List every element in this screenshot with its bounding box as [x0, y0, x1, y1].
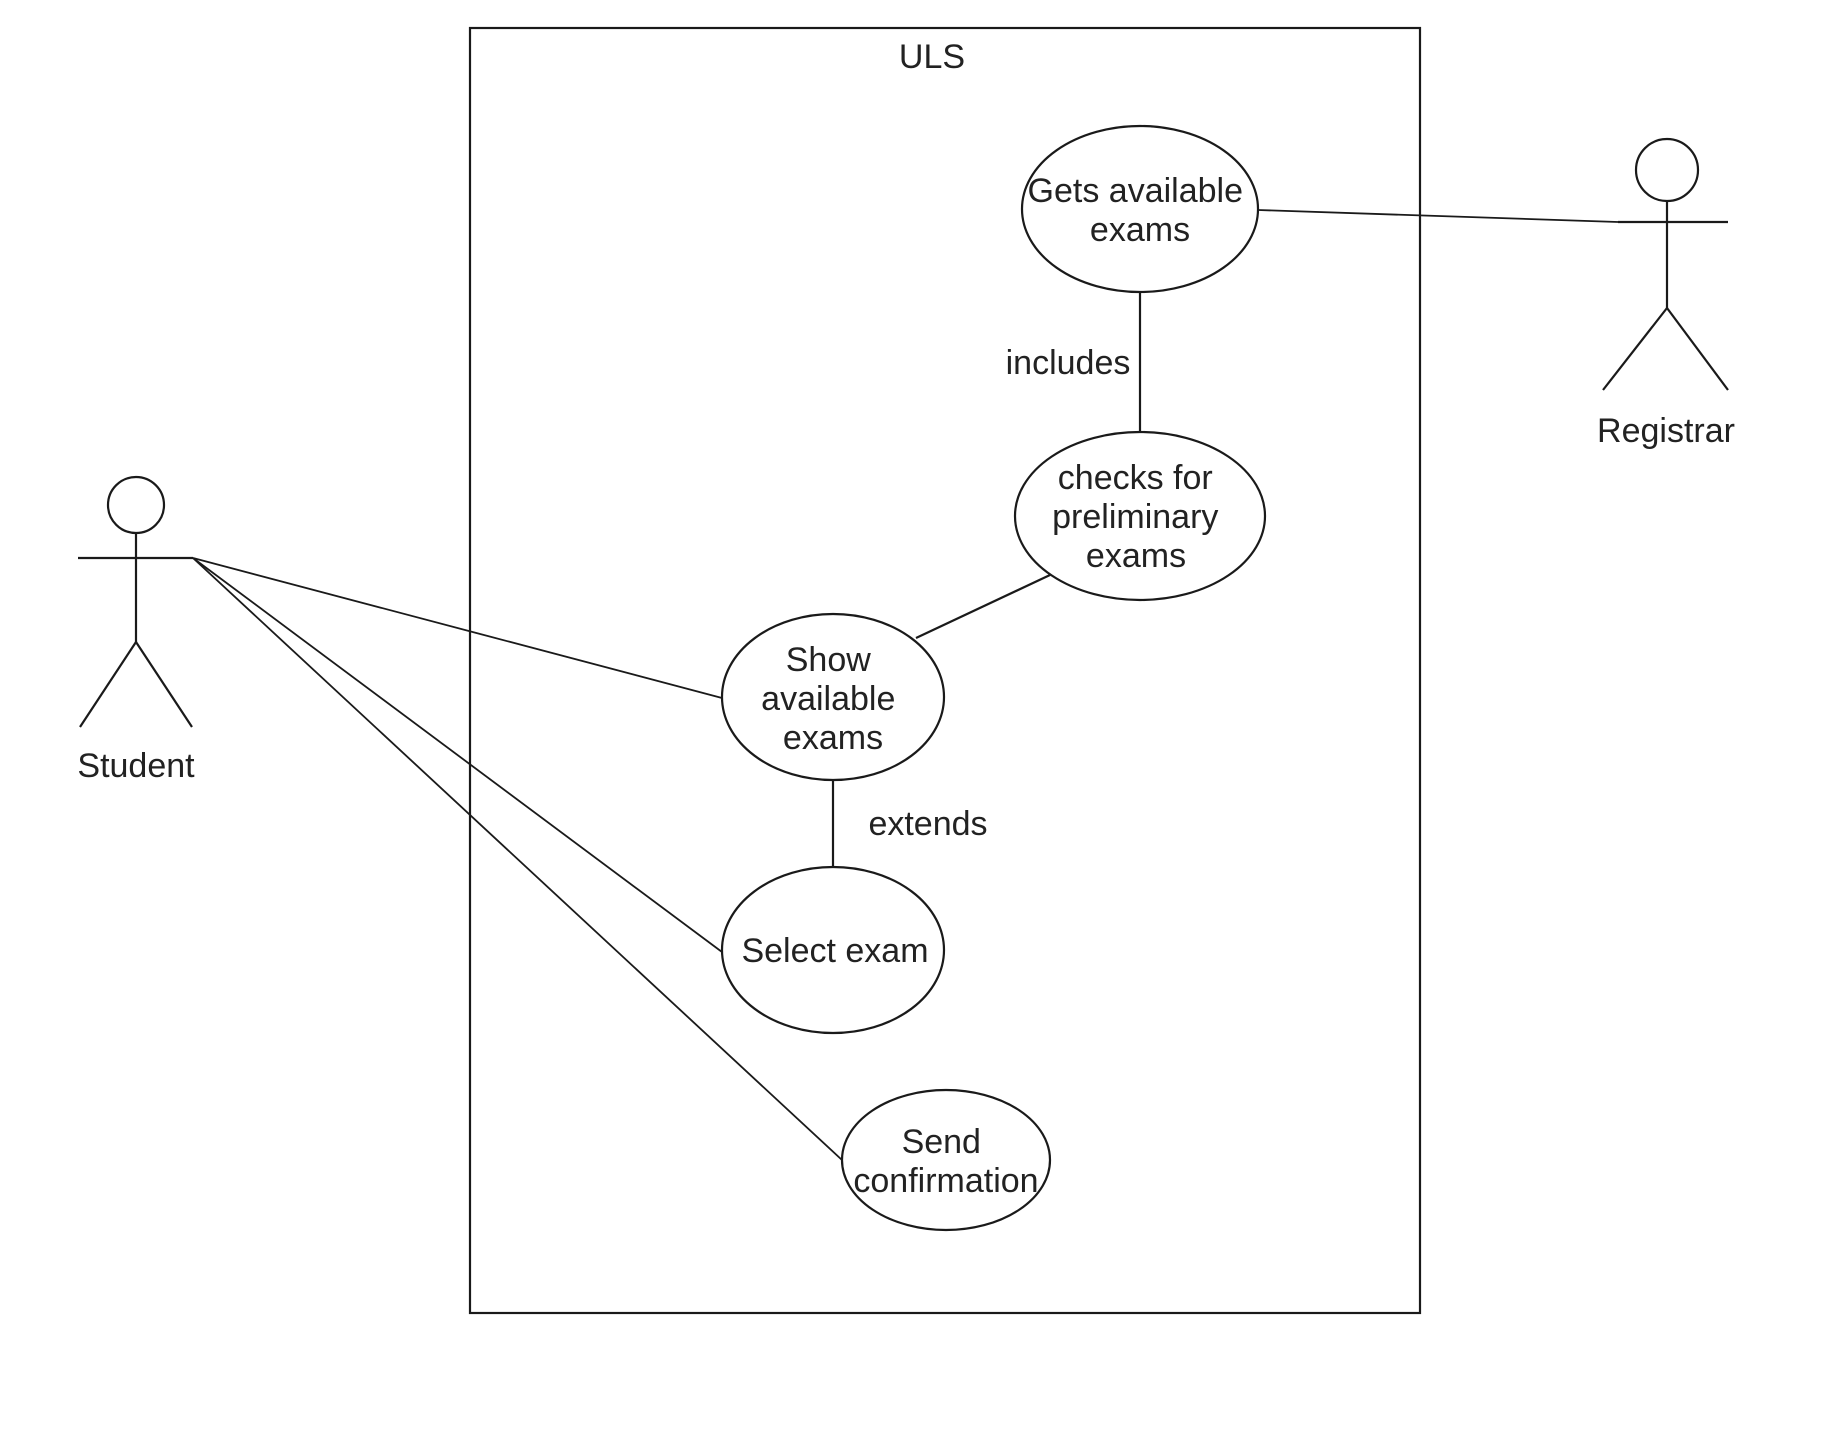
- association-student-show: [192, 557, 723, 699]
- use-case-label-line: exams: [1090, 211, 1190, 249]
- use-case-label-line: preliminary: [1052, 498, 1218, 536]
- svg-text:checks for preliminary: checks for preliminary exams: [1052, 459, 1228, 575]
- use-case-label-line: exams: [1086, 537, 1186, 575]
- use-case-label-line: Gets available: [1028, 172, 1243, 210]
- registrar-stick-figure-icon: [1602, 137, 1729, 391]
- include-label: includes: [1006, 344, 1131, 382]
- association-student-send: [192, 557, 843, 1161]
- system-boundary: [468, 26, 1422, 1315]
- system-title: ULS: [899, 38, 965, 76]
- relation-show-checks: [915, 574, 1051, 639]
- svg-text:Show available exa: Show available exams: [761, 641, 905, 757]
- use-case-show-available-exams[interactable]: Show available exams: [720, 612, 946, 782]
- use-case-label-line: confirmation: [853, 1162, 1038, 1200]
- actor-student-label: Student: [77, 747, 195, 785]
- use-case-checks-preliminary-exams[interactable]: checks for preliminary exams: [1013, 430, 1267, 602]
- actor-student[interactable]: Student: [77, 475, 195, 785]
- use-case-select-exam[interactable]: Select exam: [720, 865, 946, 1035]
- association-registrar-gets: [1257, 209, 1619, 223]
- student-stick-figure-icon: [78, 475, 193, 728]
- actor-registrar[interactable]: Registrar: [1597, 137, 1735, 450]
- extend-label: extends: [868, 805, 987, 843]
- use-case-label-line: available: [761, 680, 895, 718]
- use-case-label-line: Select exam: [741, 932, 928, 970]
- use-case-send-confirmation[interactable]: Send confirmation: [840, 1088, 1052, 1232]
- association-student-select: [192, 557, 723, 953]
- use-case-label-line: Show: [786, 641, 871, 679]
- svg-text:Send confirmation: Send confirmation: [853, 1123, 1038, 1200]
- use-case-label-line: checks for: [1058, 459, 1213, 497]
- actor-registrar-label: Registrar: [1597, 412, 1735, 450]
- svg-text:Select exam: Select exam: [741, 932, 928, 970]
- use-case-label-line: Send: [902, 1123, 981, 1161]
- use-case-label-line: exams: [783, 719, 883, 757]
- svg-text:Gets available exams: Gets available exams: [1028, 172, 1253, 249]
- use-case-gets-available-exams[interactable]: Gets available exams: [1020, 124, 1260, 294]
